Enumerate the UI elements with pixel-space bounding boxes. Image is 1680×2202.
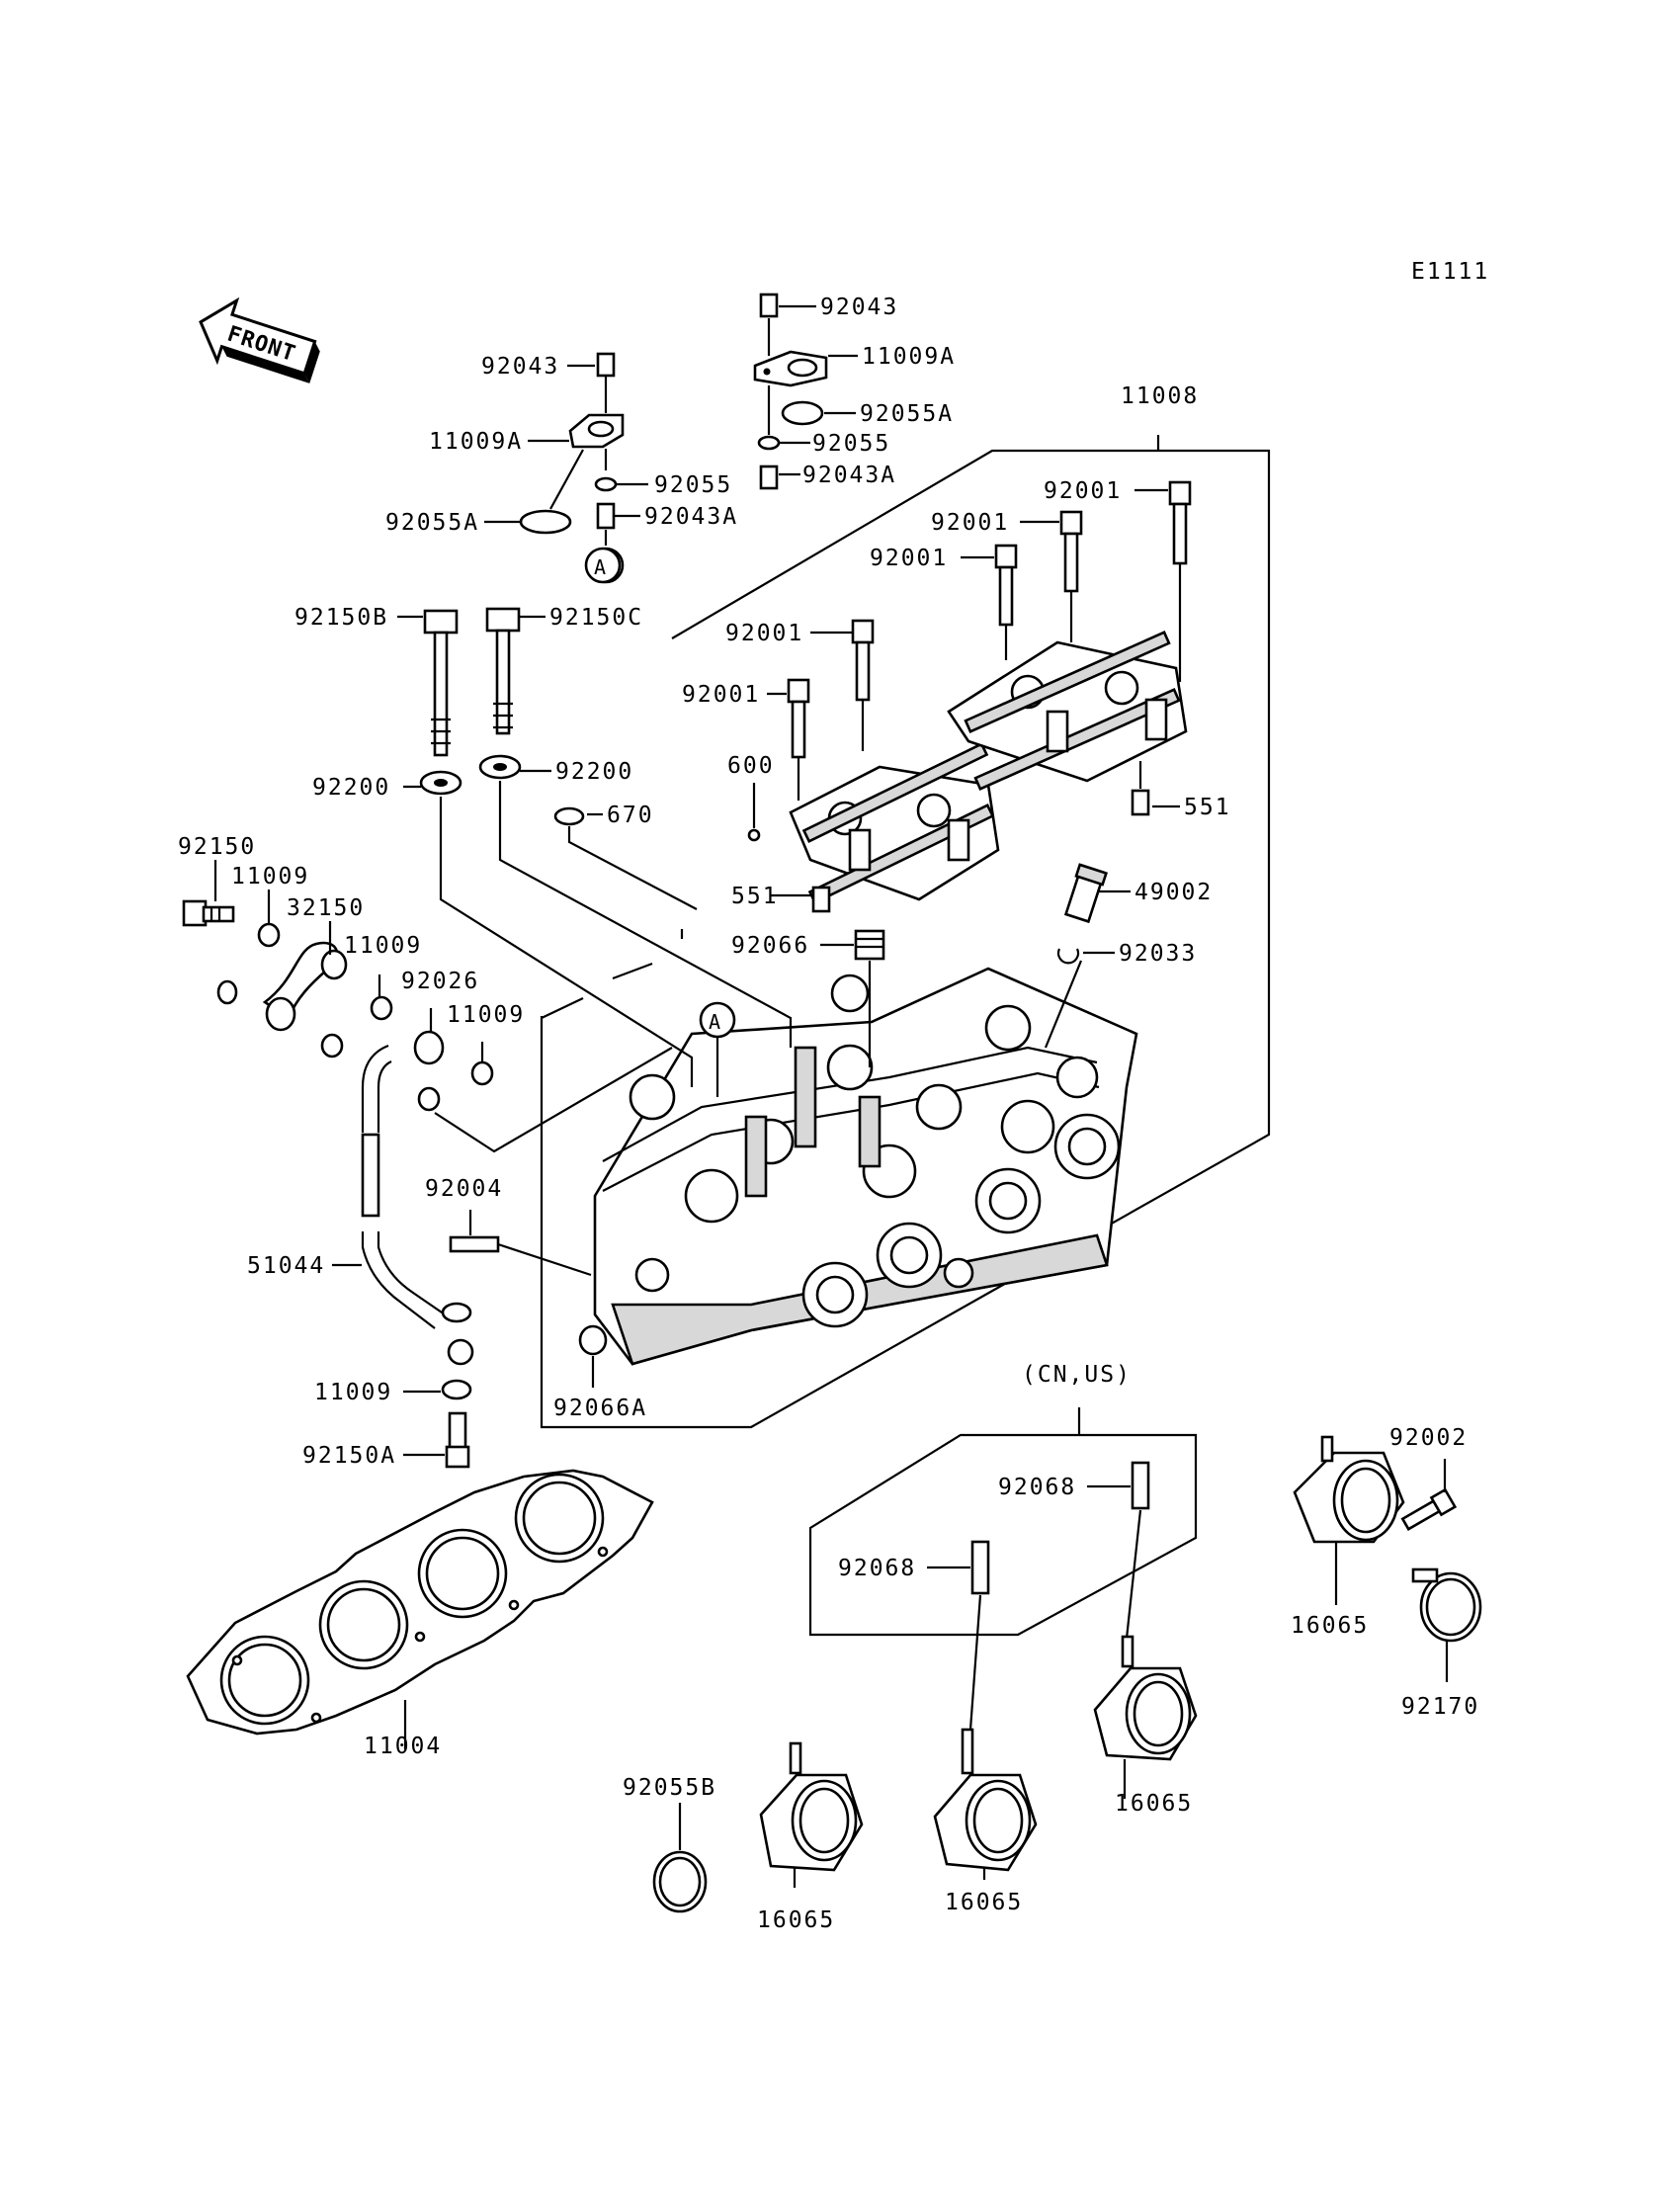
intake-holder-4 [759, 1741, 864, 1888]
label-92001-a: 92001 [1044, 478, 1122, 504]
callout-a-lower-label: A [709, 1010, 722, 1034]
label-92043A-left: 92043A [644, 504, 738, 530]
label-92055-left: 92055 [654, 472, 732, 498]
label-92068-b: 92068 [838, 1556, 916, 1581]
label-92055-right: 92055 [812, 431, 890, 457]
label-11009-c: 11009 [447, 1002, 525, 1028]
diagram-code: E1111 [1411, 259, 1489, 285]
hoses-92068 [968, 1461, 1150, 1731]
intake-holder-1 [1293, 1435, 1405, 1601]
region-box [808, 1407, 1198, 1637]
intake-holder-3 [933, 1728, 1038, 1880]
label-92200-left: 92200 [312, 775, 390, 801]
callout-a-upper [584, 547, 622, 584]
bolt-92150C [485, 607, 521, 735]
label-92055A-right: 92055A [860, 401, 954, 427]
label-16065-b: 16065 [1115, 1791, 1193, 1817]
label-49002: 49002 [1134, 880, 1213, 905]
washers-92200 [419, 754, 585, 826]
label-16065-a: 16065 [1291, 1613, 1369, 1639]
label-92043-right: 92043 [820, 295, 898, 320]
oil-fitting-right [753, 293, 828, 490]
label-92066A: 92066A [553, 1396, 647, 1421]
label-92150: 92150 [178, 834, 256, 860]
label-92055A-left: 92055A [385, 510, 479, 536]
label-92150C: 92150C [549, 605, 643, 631]
label-92200-right: 92200 [555, 759, 633, 785]
label-32150: 32150 [287, 895, 365, 921]
label-92002: 92002 [1389, 1425, 1468, 1451]
guide-lines [434, 781, 793, 1153]
cylinder-head [593, 967, 1138, 1366]
pin-551-right [1131, 789, 1150, 816]
pin-551-left [811, 886, 831, 913]
label-11008: 11008 [1121, 383, 1199, 409]
label-11009-d: 11009 [314, 1380, 392, 1405]
label-11009-b: 11009 [344, 933, 422, 959]
label-600: 600 [727, 753, 775, 779]
bolt-92150B [423, 609, 459, 757]
label-92150A: 92150A [302, 1443, 396, 1469]
label-670: 670 [607, 803, 654, 828]
label-92026: 92026 [401, 969, 479, 994]
bolt-92002 [1400, 1487, 1458, 1531]
label-11009A-left: 11009A [429, 429, 523, 455]
label-92068-a: 92068 [998, 1475, 1076, 1500]
label-92001-c: 92001 [870, 546, 948, 571]
label-92043-left: 92043 [481, 354, 559, 380]
label-51044: 51044 [247, 1253, 325, 1279]
label-92001-d: 92001 [725, 621, 803, 646]
label-92150B: 92150B [294, 605, 388, 631]
label-551-right: 551 [1184, 795, 1231, 820]
dowel-600 [747, 828, 761, 842]
callout-a-upper-label: A [594, 555, 608, 579]
oil-pipe-group [182, 899, 608, 1469]
label-92004: 92004 [425, 1176, 503, 1202]
label-11004: 11004 [364, 1734, 442, 1759]
camshaft-cap-left [789, 742, 1000, 904]
label-92001-b: 92001 [931, 510, 1009, 536]
label-92170: 92170 [1401, 1694, 1479, 1720]
label-92066: 92066 [731, 933, 809, 959]
label-16065-d: 16065 [757, 1907, 835, 1933]
label-92043A-right: 92043A [802, 463, 896, 488]
clamp-92170 [1411, 1567, 1482, 1682]
label-551-left: 551 [731, 884, 779, 909]
bolts-92001 [787, 480, 1192, 801]
label-92033: 92033 [1119, 941, 1197, 967]
cylinder-head-box [540, 435, 1271, 1429]
label-11009A-right: 11009A [862, 344, 956, 370]
label-11009-a: 11009 [231, 864, 309, 889]
plug-92066 [854, 929, 885, 961]
callout-a-lower [699, 1001, 736, 1039]
label-92055B: 92055B [623, 1775, 716, 1801]
camshaft-cap-right [947, 631, 1188, 791]
leader-lines [213, 304, 1338, 1605]
label-16065-c: 16065 [945, 1890, 1023, 1915]
region-note: (CN,US) [1022, 1362, 1132, 1388]
label-92001-e: 92001 [682, 682, 760, 708]
head-gasket-11004 [186, 1469, 654, 1749]
clip-92033 [1056, 948, 1080, 965]
tensioner-49002 [1063, 863, 1108, 924]
front-arrow-icon: FRONT [199, 296, 320, 383]
intake-holder-2 [1093, 1635, 1198, 1799]
